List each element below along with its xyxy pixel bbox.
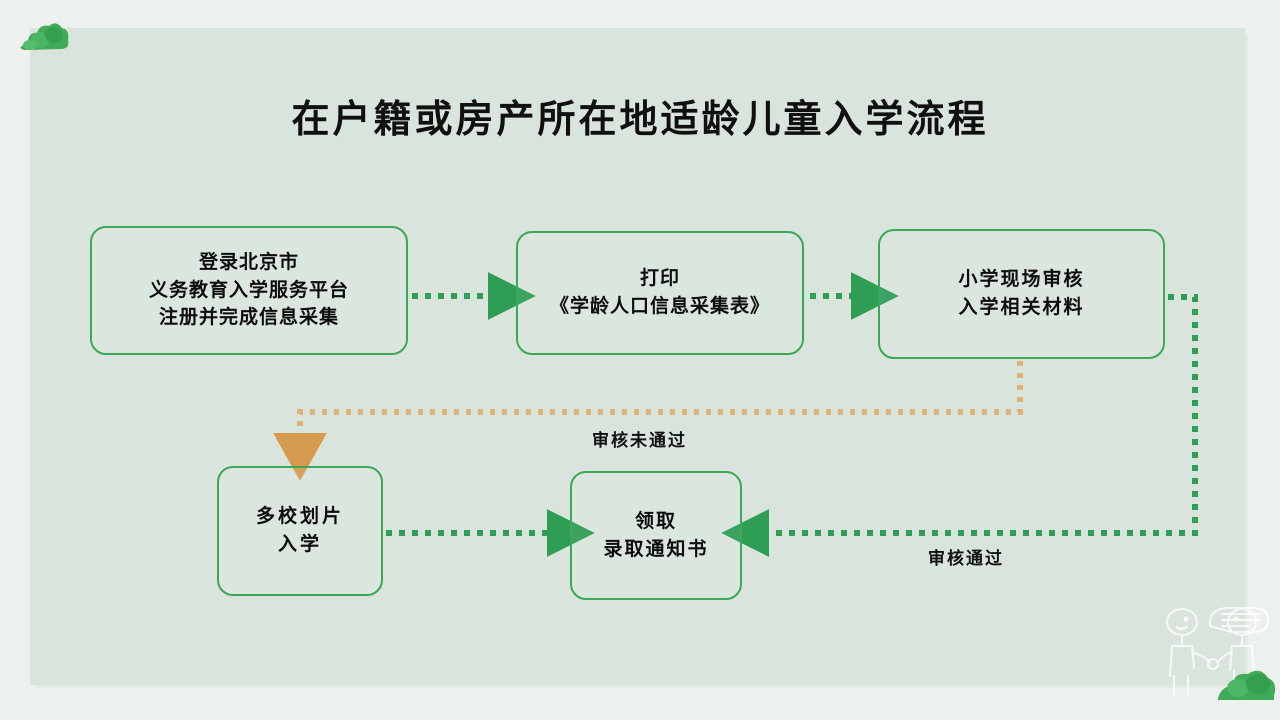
page-title: 在户籍或房产所在地适龄儿童入学流程 [291, 96, 989, 141]
flow-node-review[interactable]: 小学现场审核 入学相关材料 [878, 229, 1165, 359]
flow-node-print-line1: 打印 [639, 267, 680, 290]
flow-node-print[interactable]: 打印 《学龄人口信息采集表》 [516, 231, 804, 355]
flow-node-register-line1: 登录北京市 [198, 251, 299, 274]
flow-node-letter[interactable]: 领取 录取通知书 [570, 471, 742, 600]
flow-node-print-line2: 《学龄人口信息采集表》 [549, 295, 770, 317]
flow-node-register-line3: 注册并完成信息采集 [158, 306, 339, 329]
flow-node-register-line2: 义务教育入学服务平台 [148, 278, 349, 301]
flow-node-review-line2: 入学相关材料 [958, 296, 1085, 318]
flow-node-multi-school-line1: 多校划片 [255, 505, 344, 528]
flow-node-letter-line2: 录取通知书 [603, 537, 709, 560]
flow-node-multi-school-line2: 入学 [277, 533, 322, 555]
edge-label-review-passed: 审核通过 [928, 549, 1004, 569]
flow-node-review-line1: 小学现场审核 [958, 268, 1085, 291]
edge-label-review-failed: 审核未通过 [592, 431, 687, 451]
flow-node-letter-line1: 领取 [634, 509, 677, 532]
flow-node-register[interactable]: 登录北京市 义务教育入学服务平台 注册并完成信息采集 [90, 226, 408, 355]
flow-node-multi-school[interactable]: 多校划片 入学 [217, 466, 383, 596]
